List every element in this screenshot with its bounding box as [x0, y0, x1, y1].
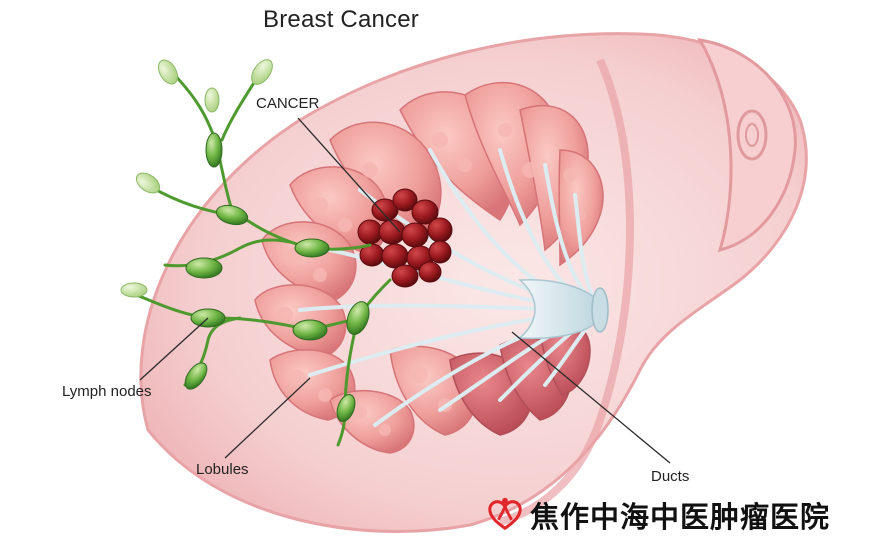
- hospital-name-watermark: 焦作中海中医肿瘤医院: [530, 500, 831, 534]
- lobules-leader-line: [224, 377, 311, 459]
- red-ribbon-heart-logo-icon: [488, 497, 522, 531]
- cancer-leader-line: [297, 117, 401, 233]
- lobules-label: Lobules: [196, 461, 249, 478]
- lymph-nodes-label: Lymph nodes: [62, 383, 152, 400]
- lymph-leader-line: [139, 317, 209, 381]
- ducts-label: Ducts: [651, 468, 690, 485]
- lymph-nodes: [120, 59, 370, 422]
- cancer-label: CANCER: [256, 95, 320, 112]
- hospital-watermark: 焦作中海中医肿瘤医院: [486, 495, 830, 535]
- tumor-cluster: [357, 188, 453, 288]
- leader-lines: [139, 117, 671, 464]
- diagram-title: Breast Cancer: [263, 6, 419, 33]
- ducts-leader-line: [511, 331, 671, 464]
- duct-trunk: [518, 279, 609, 340]
